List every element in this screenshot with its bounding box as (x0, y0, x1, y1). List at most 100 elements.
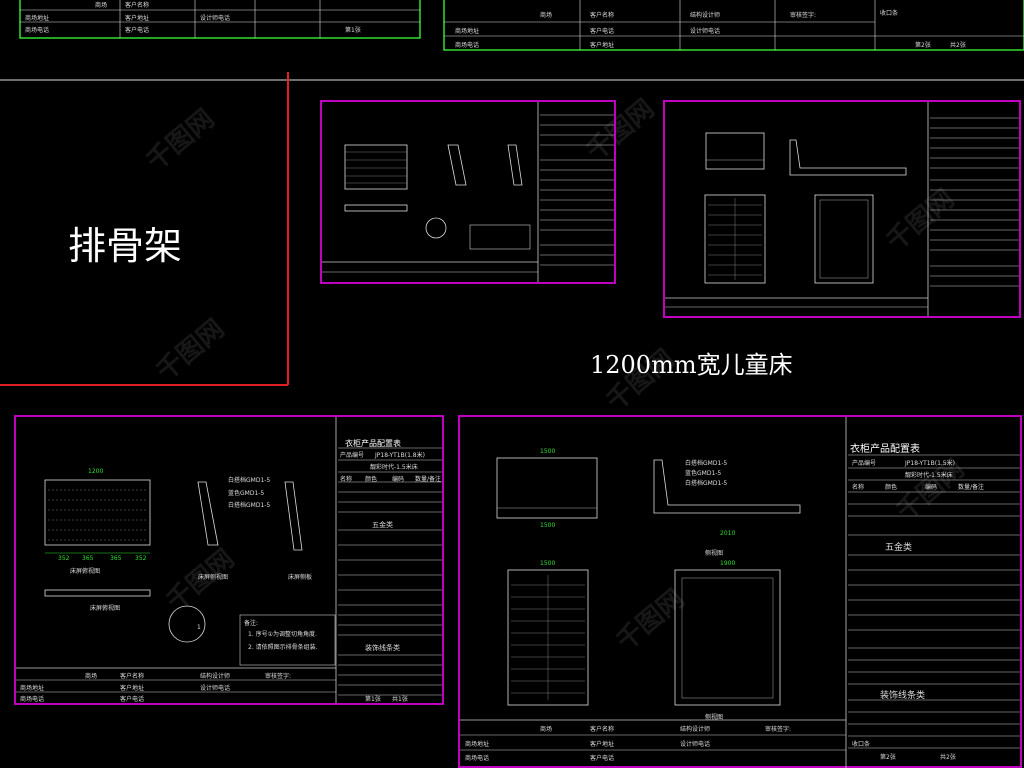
store-phone-label: 商场电话 (25, 27, 50, 34)
drawing-sheet-child-bed-preview[interactable] (663, 100, 1021, 318)
hardware-heading: 五金类 (372, 521, 393, 529)
dim-length: 2010 (720, 530, 736, 537)
dim-segment: 352 (58, 555, 70, 562)
white-board-label: 白搭档GMD1-5 (228, 477, 271, 484)
product-code-label: 产品编号 (340, 452, 365, 459)
drawing-sheet-child-bed[interactable] (458, 415, 1022, 768)
customer-phone-label: 客户电话 (590, 755, 615, 762)
store-label: 商场 (540, 12, 553, 19)
col-name: 名称 (340, 476, 353, 483)
trim-label: 收口条 (852, 741, 871, 748)
dim-depth: 1900 (720, 560, 736, 567)
note-title: 备注: (244, 620, 259, 627)
white-board-label: 白搭档GMD1-5 (685, 480, 728, 487)
page-number: 第1张 (345, 27, 361, 34)
note-2: 2. 请依照图示排骨条组装. (248, 644, 318, 651)
dim-width: 1200 (88, 468, 104, 475)
designer-phone-label: 设计师电话 (200, 685, 231, 692)
store-label: 商场 (85, 673, 98, 680)
circle-marker: 1 (197, 624, 201, 631)
child-bed-title: 1200mm宽儿童床 (590, 351, 793, 379)
col-qty: 数量/备注 (958, 484, 985, 491)
customer-phone-label: 客户电话 (125, 27, 150, 34)
product-code-value: JP18-YT1B(1.8米) (375, 452, 425, 459)
customer-address-label: 客户地址 (590, 741, 615, 748)
designer-label: 结构设计师 (200, 673, 231, 680)
drawing-sheet-headboard[interactable] (14, 415, 444, 705)
customer-name-label: 客户名称 (120, 673, 145, 680)
config-table-title: 衣柜产品配置表 (345, 439, 401, 448)
note-1: 1. 序号①为调整切角角度. (248, 631, 317, 638)
col-name: 名称 (852, 484, 865, 491)
page-number: 第2张 (880, 754, 896, 761)
front-view-label: 床屏俯视图 (90, 605, 121, 612)
product-code-label: 产品编号 (852, 460, 877, 467)
page-number: 第1张 (365, 696, 381, 703)
designer-phone-label: 设计师电话 (200, 15, 231, 22)
customer-address-label: 客户地址 (590, 42, 615, 49)
col-color: 颜色 (885, 484, 898, 491)
hardware-heading: 五金类 (885, 543, 913, 553)
review-label: 审核签字: (265, 673, 292, 680)
col-code: 编码 (392, 476, 405, 483)
store-address-label: 商场地址 (25, 15, 50, 22)
store-address-label: 商场地址 (465, 741, 490, 748)
customer-address-label: 客户地址 (120, 685, 145, 692)
series-name: 靓彩时代-1.5米床 (370, 464, 418, 471)
trim-label: 收口条 (880, 10, 899, 17)
store-phone-label: 商场电话 (20, 696, 45, 703)
customer-name-label: 客户名称 (125, 2, 150, 9)
customer-address-label: 客户地址 (125, 15, 150, 22)
store-phone-label: 商场电话 (465, 755, 490, 762)
dim-width: 1500 (540, 522, 556, 529)
drawing-sheet-rib-frame[interactable] (320, 100, 616, 284)
product-code-value: JP18-YT1B(1.5米) (905, 460, 955, 467)
designer-phone-label: 设计师电话 (680, 741, 711, 748)
decor-heading: 装饰线条类 (880, 691, 926, 701)
decor-heading: 装饰线条类 (365, 644, 400, 652)
designer-label: 结构设计师 (680, 726, 711, 733)
white-board-label: 白搭档GMD1-5 (685, 460, 728, 467)
blue-board-label: 蓝色GMD1-5 (685, 470, 722, 477)
review-label: 审核签字: (765, 726, 792, 733)
blue-board-label: 蓝色GMD1-5 (228, 490, 265, 497)
white-board-label: 白搭档GMD1-5 (228, 502, 271, 509)
page-total: 共1张 (392, 696, 408, 703)
store-phone-label: 商场电话 (455, 42, 480, 49)
review-label: 审核签字: (790, 12, 817, 19)
designer-phone-label: 设计师电话 (690, 28, 721, 35)
top-view-label: 床屏俯视图 (70, 568, 101, 575)
dim-width: 1500 (540, 448, 556, 455)
side-view-label: 床屏侧视图 (198, 574, 229, 581)
designer-label: 结构设计师 (690, 12, 721, 19)
dim-segment: 365 (82, 555, 94, 562)
side-plate-label: 床屏侧板 (288, 574, 313, 581)
store-label: 商场 (540, 726, 553, 733)
col-color: 颜色 (365, 476, 378, 483)
store-address-label: 商场地址 (455, 28, 480, 35)
page-number: 第2张 (915, 42, 931, 49)
side-elev-label: 侧视图 (705, 714, 724, 721)
col-qty: 数量/备注 (415, 476, 442, 483)
store-address-label: 商场地址 (20, 685, 45, 692)
config-table-title: 衣柜产品配置表 (850, 444, 920, 455)
dim-segment: 352 (135, 555, 147, 562)
store-label: 商场 (95, 2, 108, 9)
customer-phone-label: 客户电话 (120, 696, 145, 703)
customer-phone-label: 客户电话 (590, 28, 615, 35)
page-total: 共2张 (950, 42, 966, 49)
dim-width: 1500 (540, 560, 556, 567)
series-name: 靓彩时代-1.5米床 (905, 472, 953, 479)
customer-name-label: 客户名称 (590, 726, 615, 733)
col-code: 编码 (925, 484, 938, 491)
rib-frame-title: 排骨架 (68, 224, 183, 268)
page-total: 共2张 (940, 754, 956, 761)
cross-view-label: 侧视图 (705, 550, 724, 557)
customer-name-label: 客户名称 (590, 12, 615, 19)
dim-segment: 365 (110, 555, 122, 562)
